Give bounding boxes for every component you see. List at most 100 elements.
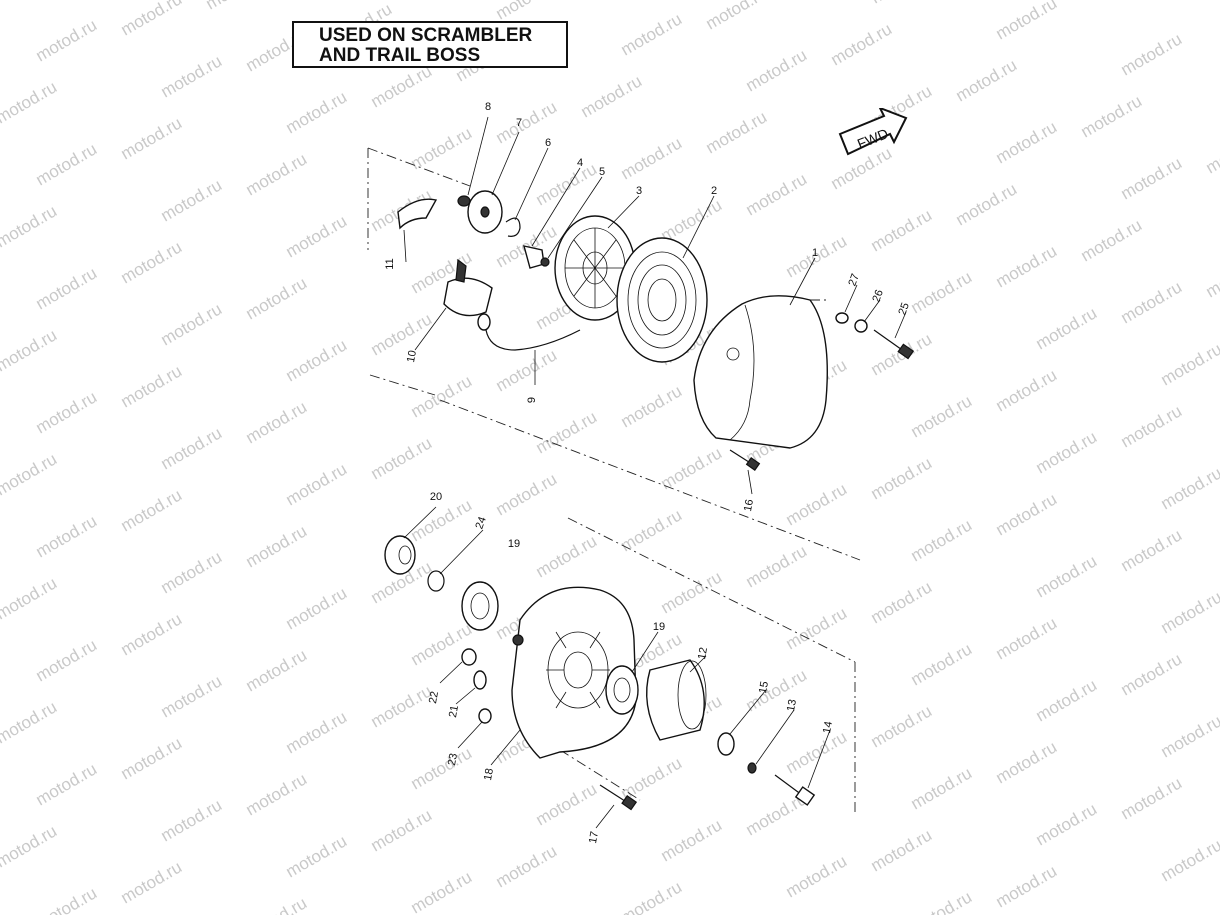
title-line-1: USED ON SCRAMBLER <box>319 26 566 46</box>
watermark-text: motod.ru <box>0 821 60 871</box>
rope-end <box>478 314 490 330</box>
watermark-text: motod.ru <box>908 267 976 317</box>
watermark-text: motod.ru <box>533 531 601 581</box>
watermark-text: motod.ru <box>993 737 1061 787</box>
watermark-text: motod.ru <box>908 763 976 813</box>
fitting-part <box>474 671 486 689</box>
watermark-text: motod.ru <box>493 841 561 891</box>
watermark-text: motod.ru <box>1203 251 1220 301</box>
watermark-text: motod.ru <box>993 365 1061 415</box>
watermark-text: motod.ru <box>118 0 186 39</box>
watermark-text: motod.ru <box>953 55 1021 105</box>
handle-part <box>444 278 492 315</box>
pawl-part <box>524 246 544 268</box>
callout-number: 8 <box>485 101 491 113</box>
watermark-text: motod.ru <box>993 861 1061 911</box>
watermark-text: motod.ru <box>33 15 101 65</box>
watermark-text: motod.ru <box>493 0 561 23</box>
watermark-text: motod.ru <box>1203 127 1220 177</box>
watermark-text: motod.ru <box>243 397 311 447</box>
watermark-text: motod.ru <box>33 511 101 561</box>
callout-number: 19 <box>508 538 520 550</box>
housing-part <box>694 296 827 448</box>
watermark-text: motod.ru <box>243 149 311 199</box>
watermark-text: motod.ru <box>868 825 936 875</box>
watermark-text: motod.ru <box>158 299 226 349</box>
watermark-text: motod.ru <box>243 273 311 323</box>
watermark-text: motod.ru <box>33 387 101 437</box>
watermark-text: motod.ru <box>1118 29 1186 79</box>
seal-part <box>606 666 638 714</box>
watermark-text: motod.ru <box>368 61 436 111</box>
callout-number: 1 <box>812 247 818 259</box>
watermark-text: motod.ru <box>1158 463 1220 513</box>
watermark-text: motod.ru <box>868 453 936 503</box>
watermark-text: motod.ru <box>1158 711 1220 761</box>
watermark-text: motod.ru <box>158 671 226 721</box>
watermark-text: motod.ru <box>703 0 771 33</box>
watermark-text: motod.ru <box>908 515 976 565</box>
watermark-text: motod.ru <box>158 795 226 845</box>
rope-part <box>486 330 580 350</box>
watermark-text: motod.ru <box>493 345 561 395</box>
bolt-shaft <box>775 775 802 795</box>
watermark-text: motod.ru <box>33 139 101 189</box>
watermark-text: motod.ru <box>118 361 186 411</box>
watermark-text: motod.ru <box>743 169 811 219</box>
watermark-text: motod.ru <box>1118 277 1186 327</box>
watermark-text: motod.ru <box>283 335 351 385</box>
watermark-text: motod.ru <box>0 201 60 251</box>
watermark-text: motod.ru <box>1033 675 1101 725</box>
callout-number: 21 <box>447 704 461 718</box>
watermark-text: motod.ru <box>618 9 686 59</box>
watermark-text: motod.ru <box>243 645 311 695</box>
watermark-text: motod.ru <box>33 263 101 313</box>
callout-number: 27 <box>846 272 861 288</box>
watermark-text: motod.ru <box>1033 551 1101 601</box>
watermark-text: motod.ru <box>118 733 186 783</box>
watermark-text: motod.ru <box>33 759 101 809</box>
watermark-text: motod.ru <box>533 407 601 457</box>
watermark-text: motod.ru <box>1033 303 1101 353</box>
callout-number: 7 <box>516 117 522 129</box>
watermark-text: motod.ru <box>118 237 186 287</box>
watermark-text: motod.ru <box>1078 91 1146 141</box>
watermark-text: motod.ru <box>408 867 476 915</box>
washer-hole <box>481 207 489 217</box>
callout-number: 19 <box>653 621 665 633</box>
watermark-text: motod.ru <box>618 877 686 915</box>
callout-number: 9 <box>526 397 538 403</box>
callout-number: 20 <box>430 491 442 503</box>
watermark-text: motod.ru <box>33 883 101 915</box>
watermark-text: motod.ru <box>283 459 351 509</box>
watermark-text: motod.ru <box>203 0 271 13</box>
watermark-text: motod.ru <box>828 19 896 69</box>
callout-number: 24 <box>473 515 488 531</box>
watermark-text: motod.ru <box>868 205 936 255</box>
cover-hole <box>513 635 523 645</box>
callout-number: 13 <box>785 698 799 712</box>
watermark-text: motod.ru <box>743 45 811 95</box>
watermark-text: motod.ru <box>118 485 186 535</box>
watermark-text: motod.ru <box>408 371 476 421</box>
watermark-text: motod.ru <box>743 665 811 715</box>
watermark-text: motod.ru <box>578 71 646 121</box>
watermark-text: motod.ru <box>493 469 561 519</box>
watermark-text: motod.ru <box>993 117 1061 167</box>
spring-part <box>541 258 549 266</box>
callout-number: 5 <box>599 166 605 178</box>
callout-number: 10 <box>405 349 419 363</box>
watermark-text: motod.ru <box>1118 401 1186 451</box>
watermark-text: motod.ru <box>658 567 726 617</box>
watermark-text: motod.ru <box>1158 587 1220 637</box>
reel-spokes <box>565 228 625 308</box>
watermark-text: motod.ru <box>1078 215 1146 265</box>
watermark-text: motod.ru <box>283 707 351 757</box>
watermark-text: motod.ru <box>703 107 771 157</box>
recoil-spring-part <box>617 238 707 362</box>
watermark-text: motod.ru <box>868 701 936 751</box>
fwd-arrow-icon: FWD <box>836 108 910 170</box>
callout-number: 2 <box>711 185 717 197</box>
callout-number: 15 <box>757 680 771 694</box>
